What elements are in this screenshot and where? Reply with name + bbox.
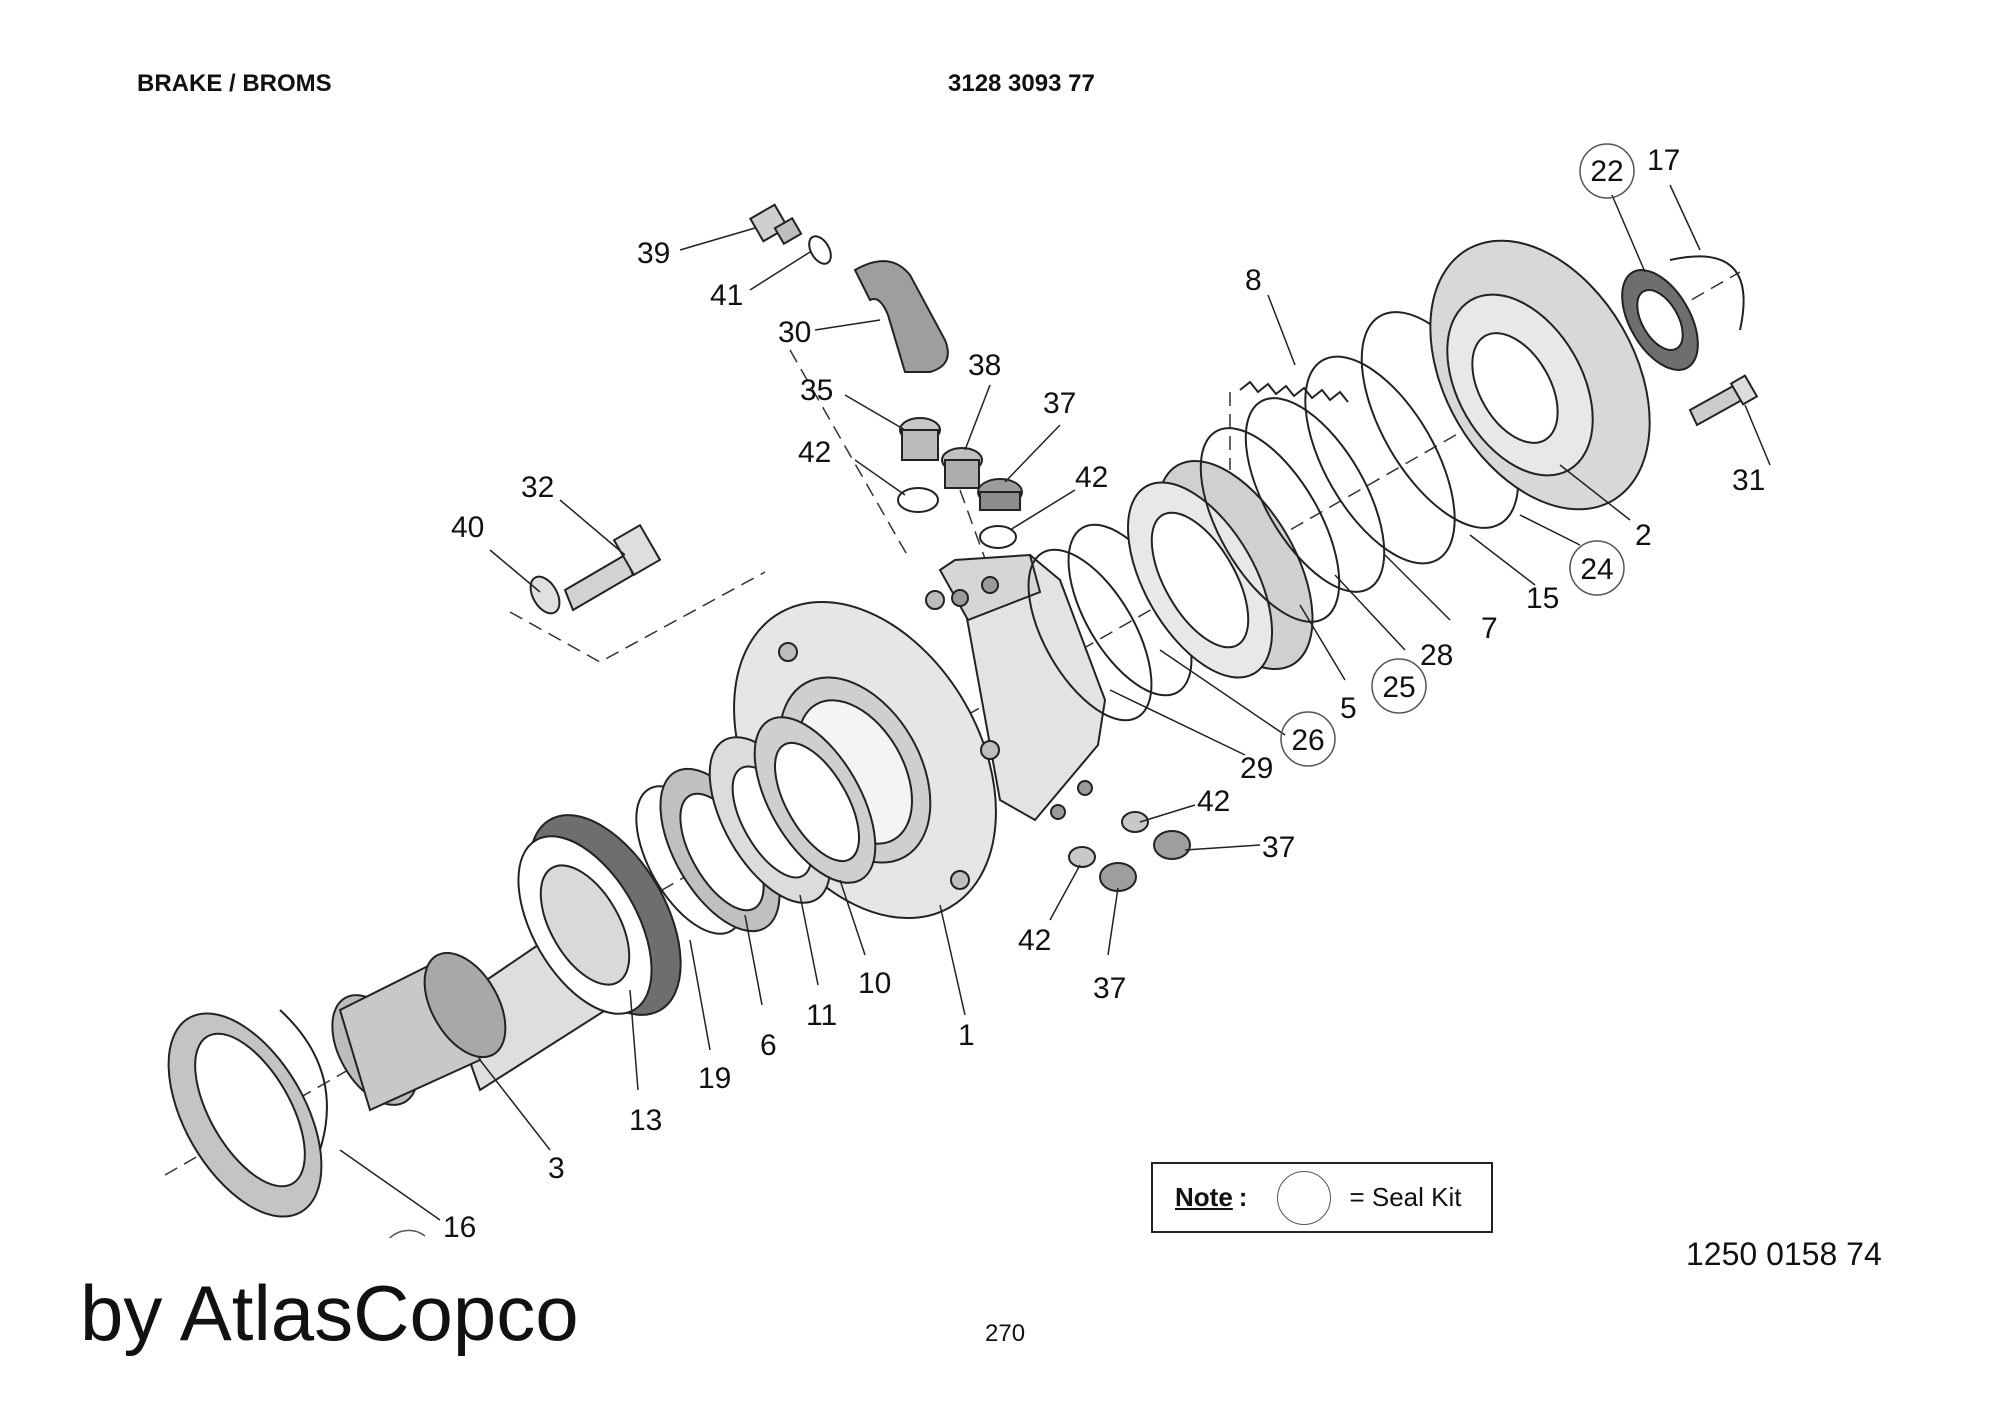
plug-37a-part <box>977 478 1023 511</box>
callout-label: 37 <box>1043 387 1076 420</box>
callout-label: 8 <box>1245 264 1262 297</box>
page-number: 270 <box>985 1320 1026 1347</box>
plug-37b-part <box>1153 830 1191 860</box>
note-text: = Seal Kit <box>1349 1182 1462 1212</box>
seal-kit-circle-partial <box>387 1229 426 1241</box>
callout-label: 42 <box>798 436 831 469</box>
plug-37c-part <box>1099 862 1137 892</box>
ring-25-part <box>1199 427 1341 623</box>
end-cover-2-part <box>1429 239 1651 511</box>
seal-kit-circle <box>1280 711 1336 767</box>
section-title: BRAKE / BROMS <box>137 70 332 97</box>
callout-label: 29 <box>1240 752 1273 785</box>
ring-7-part <box>1304 355 1456 565</box>
note-label: Note <box>1175 1182 1233 1212</box>
seal-kit-circle <box>1371 658 1427 714</box>
seal-kit-circle <box>1569 540 1625 596</box>
callout-label: 37 <box>1262 831 1295 864</box>
callout-label: 2 <box>1635 519 1652 552</box>
callout-label: 41 <box>710 279 743 312</box>
callout-label: 1 <box>958 1019 975 1052</box>
callout-label: 32 <box>521 471 554 504</box>
bearing-part <box>517 814 682 1016</box>
seal-kit-circle <box>1579 143 1635 199</box>
washer-40-part <box>529 575 561 615</box>
callout-label: 42 <box>1197 785 1230 818</box>
callout-label: 5 <box>1340 692 1357 725</box>
piston-5-part <box>1126 459 1314 679</box>
bolt-31-part <box>1688 374 1759 427</box>
clip-17-part <box>1669 255 1745 331</box>
seal-kit-note: Note : = Seal Kit <box>1151 1162 1493 1233</box>
seal-kit-circle-icon <box>1277 1170 1332 1225</box>
document-number: 1250 0158 74 <box>1686 1236 1882 1272</box>
oring-41-part <box>808 235 832 265</box>
fitting-39-part <box>749 203 803 246</box>
port-axis-a <box>789 349 911 561</box>
plug-38-part <box>941 447 983 489</box>
callout-label: 13 <box>629 1104 662 1137</box>
callout-label: 38 <box>968 349 1001 382</box>
bolt-axis <box>509 571 766 663</box>
callout-label: 11 <box>806 999 837 1032</box>
callout-label: 39 <box>637 237 670 270</box>
callout-label: 6 <box>760 1029 777 1062</box>
adapter-35-part <box>899 417 941 461</box>
ring-29-part <box>1027 548 1153 722</box>
oring-42b-part <box>979 525 1017 549</box>
spring-8-part <box>1239 380 1349 403</box>
oring-42c-part <box>1121 811 1149 833</box>
callout-label: 22 <box>1590 155 1623 188</box>
callout-label: 26 <box>1291 724 1324 757</box>
callout-label: 19 <box>698 1062 731 1095</box>
seal-16-part <box>167 1009 328 1218</box>
watermark: by AtlasCopco <box>80 1269 579 1357</box>
leader-lines <box>339 184 1771 1221</box>
callout-label: 15 <box>1526 582 1559 615</box>
ring-28-part <box>1244 397 1386 593</box>
callout-label: 30 <box>778 316 811 349</box>
callout-label: 3 <box>548 1152 565 1185</box>
callout-label: 31 <box>1732 464 1765 497</box>
oring-42a-part <box>897 487 939 513</box>
callout-label: 10 <box>858 967 891 1000</box>
callout-label: 40 <box>451 511 484 544</box>
callout-label: 17 <box>1647 144 1680 177</box>
callout-label: 42 <box>1018 924 1051 957</box>
elbow-30-part <box>853 260 949 373</box>
note-colon: : <box>1238 1182 1248 1212</box>
callout-label: 25 <box>1382 671 1415 704</box>
callout-label: 35 <box>800 374 833 407</box>
callout-label: 7 <box>1481 612 1498 645</box>
callout-label: 24 <box>1580 553 1613 586</box>
callout-label: 28 <box>1420 639 1453 672</box>
bolt-32-part <box>563 523 662 612</box>
callout-labels: 39 41 30 35 38 37 42 42 32 40 8 22 17 31… <box>443 143 1765 1244</box>
oring-42d-part <box>1068 846 1096 868</box>
part-number: 3128 3093 77 <box>948 70 1095 97</box>
callout-label: 37 <box>1093 972 1126 1005</box>
callout-label: 42 <box>1075 461 1108 494</box>
